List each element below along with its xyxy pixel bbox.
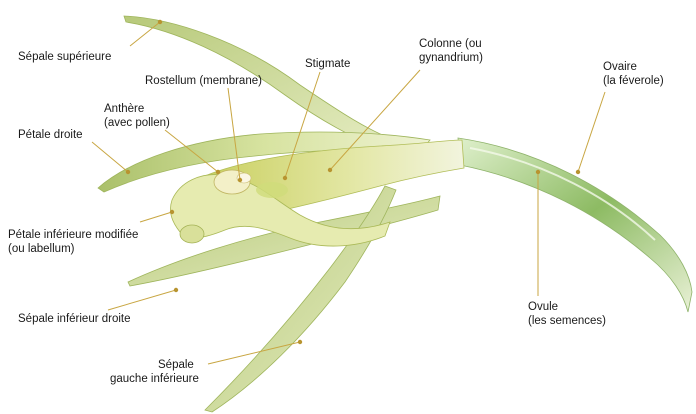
label-sepale-inferieur-droite: Sépale inférieur droite bbox=[18, 313, 131, 325]
label-ovaire-line1: Ovaire bbox=[603, 61, 637, 73]
labellum-tip-shape bbox=[180, 225, 204, 243]
label-colonne-line2: gynandrium) bbox=[419, 52, 483, 64]
label-ovule-line1: Ovule bbox=[528, 301, 558, 313]
label-sepale-superieure: Sépale supérieure bbox=[18, 51, 111, 63]
label-anthere-line2: (avec pollen) bbox=[104, 117, 170, 129]
label-sepale-gauche-line2: gauche inférieure bbox=[110, 373, 199, 385]
label-ovule-line2: (les semences) bbox=[528, 315, 606, 327]
label-petale-inferieure-line1: Pétale inférieure modifiée bbox=[8, 229, 138, 241]
label-rostellum: Rostellum (membrane) bbox=[145, 75, 262, 87]
stigma-shape bbox=[256, 182, 288, 198]
label-petale-droite: Pétale droite bbox=[18, 129, 83, 141]
label-sepale-gauche-line1: Sépale bbox=[158, 359, 194, 371]
label-petale-inferieure-line2: (ou labellum) bbox=[8, 243, 75, 255]
label-colonne-line1: Colonne (ou bbox=[419, 38, 482, 50]
ovary-stem-shape bbox=[458, 138, 692, 312]
label-stigmate: Stigmate bbox=[305, 58, 350, 70]
label-ovaire-line2: (la féverole) bbox=[603, 75, 664, 87]
label-anthere-line1: Anthère bbox=[104, 103, 144, 115]
